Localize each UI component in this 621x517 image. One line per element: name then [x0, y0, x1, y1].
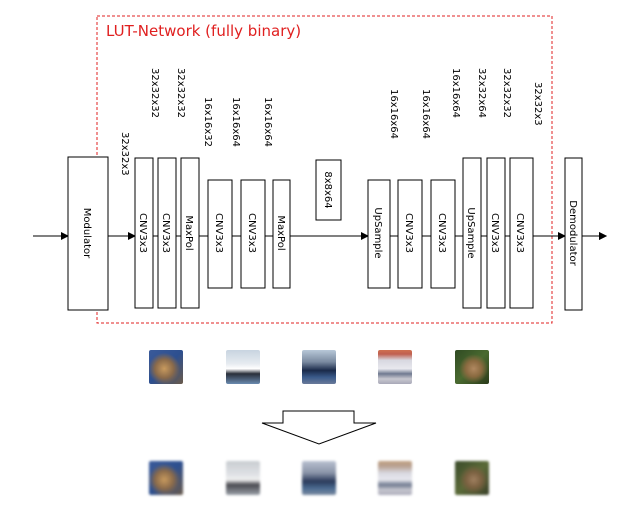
output-image-frog [455, 461, 489, 495]
layer-label-up2: UpSample [465, 207, 476, 258]
layer-label-pool1: MaxPol [183, 215, 194, 250]
shape-label-pool1: 16x16x32 [202, 97, 213, 147]
layer-label-pool2: MaxPol [275, 215, 286, 250]
input-image-ship-1 [226, 350, 260, 384]
output-image-ship-1 [226, 461, 260, 495]
layer-label-cnv4: CNV3x3 [246, 213, 257, 253]
network-title: LUT-Network (fully binary) [106, 22, 301, 40]
layer-label-cnv1: CNV3x3 [137, 213, 148, 253]
input-image-airplane [378, 350, 412, 384]
layer-box-cnv2 [157, 157, 177, 309]
layer-box-up1 [367, 179, 391, 289]
layer-label-cnv7: CNV3x3 [489, 213, 500, 253]
input-image-frog [455, 350, 489, 384]
layer-label-cnv2: CNV3x3 [160, 213, 171, 253]
input-image-cat [149, 350, 183, 384]
shape-label-cnv1: 32x32x32 [149, 68, 160, 118]
shape-label-cnv6: 16x16x64 [450, 68, 461, 118]
bottleneck-box [315, 159, 342, 221]
demodulator-label: Demodulator [567, 200, 578, 266]
layer-box-cnv3 [207, 179, 233, 289]
layer-label-cnv8: CNV3x3 [514, 213, 525, 253]
layer-label-cnv5: CNV3x3 [403, 213, 414, 253]
reconstruction-arrow [261, 410, 377, 445]
shape-label-cnv3: 16x16x64 [230, 97, 241, 147]
layer-label-cnv3: CNV3x3 [213, 213, 224, 253]
layer-box-up2 [462, 157, 482, 309]
layer-label-cnv6: CNV3x3 [436, 213, 447, 253]
shape-label-input: 32x32x3 [119, 132, 130, 176]
layer-box-cnv5 [397, 179, 423, 289]
layer-box-cnv8 [509, 157, 534, 309]
shape-label-cnv4: 16x16x64 [262, 97, 273, 147]
demodulator-box [564, 157, 583, 311]
layer-box-pool1 [180, 157, 200, 309]
modulator-box [67, 156, 109, 311]
bottleneck-shape-label: 8x8x64 [322, 171, 333, 208]
input-image-ship-2 [302, 350, 336, 384]
shape-label-cnv7: 32x32x32 [501, 68, 512, 118]
output-image-cat [149, 461, 183, 495]
layer-box-cnv6 [430, 179, 456, 289]
shape-label-cnv8: 32x32x3 [532, 82, 543, 126]
layer-box-pool2 [272, 179, 291, 289]
shape-label-up1: 16x16x64 [388, 89, 399, 139]
shape-label-up2: 32x32x64 [476, 68, 487, 118]
output-image-ship-2 [302, 461, 336, 495]
layer-label-up1: UpSample [372, 207, 383, 258]
shape-label-cnv5: 16x16x64 [420, 89, 431, 139]
layer-box-cnv1 [134, 157, 154, 309]
output-image-airplane [378, 461, 412, 495]
layer-box-cnv4 [240, 179, 266, 289]
layer-box-cnv7 [486, 157, 506, 309]
shape-label-cnv2: 32x32x32 [175, 68, 186, 118]
modulator-label: Modulator [81, 208, 92, 259]
